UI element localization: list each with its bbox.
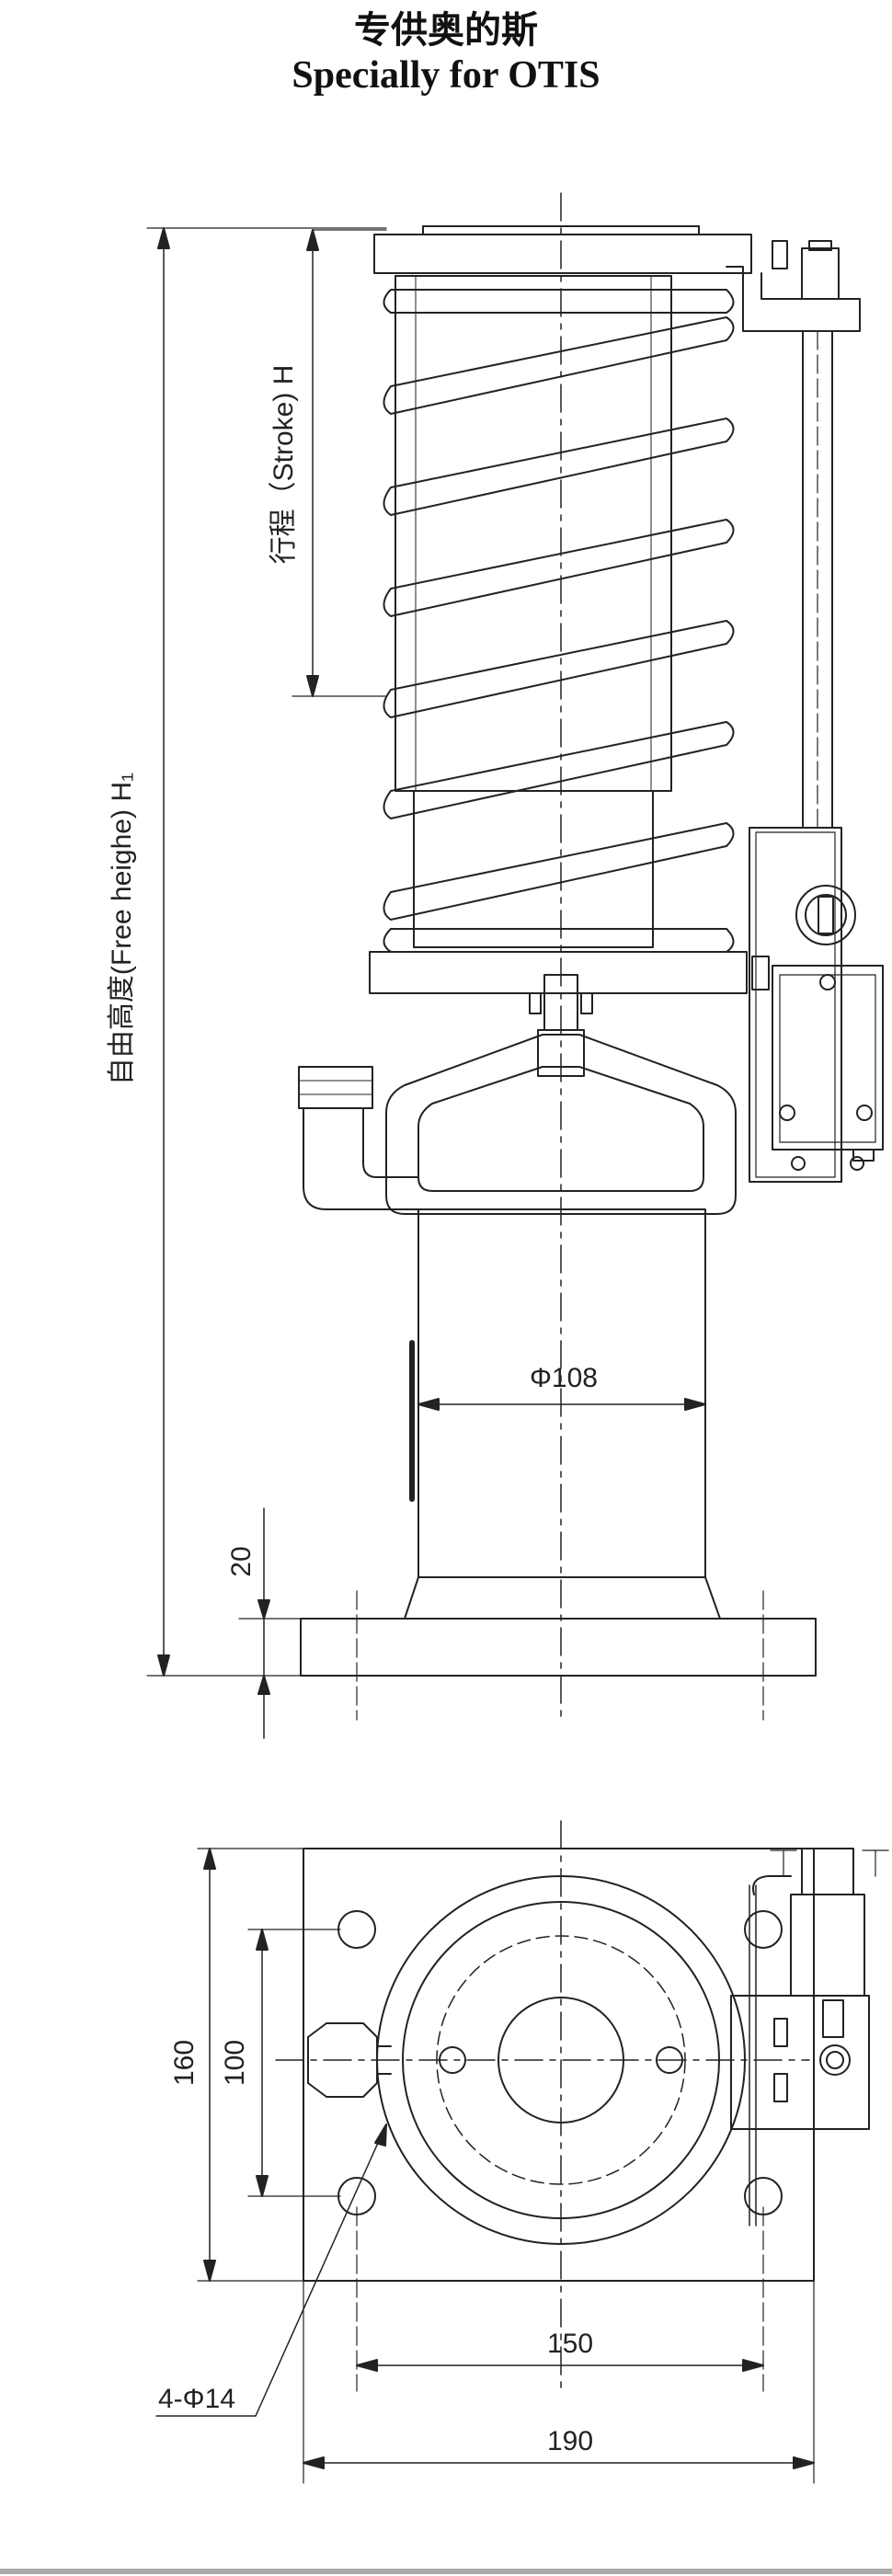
holes-leader xyxy=(155,2124,387,2417)
hole-spacing-label: 150 xyxy=(547,2329,593,2359)
plan-view xyxy=(155,1820,889,2484)
handle-bolt xyxy=(543,974,578,1031)
switch-bracket-arm xyxy=(726,266,861,332)
plunger xyxy=(395,275,672,792)
diameter-label: Φ108 xyxy=(530,1363,598,1393)
plan-flange-hole-right xyxy=(656,2046,683,2074)
plan-switch-bolt xyxy=(819,2044,851,2076)
bracket-bolt xyxy=(772,240,788,269)
switch-roller xyxy=(795,885,856,945)
cylinder-body xyxy=(417,1208,706,1578)
holes-label: 4-Φ14 xyxy=(158,2384,235,2414)
spring-seat-plate xyxy=(369,951,748,994)
plan-flange-hole-left xyxy=(439,2046,466,2074)
inner-height-label: 100 xyxy=(220,2040,250,2086)
free-height-label: 自由高度(Free heighe) H₁ xyxy=(107,773,137,1085)
plan-switch-body xyxy=(730,1995,870,2130)
base-thickness-label: 20 xyxy=(226,1546,257,1576)
switch-screw-right xyxy=(856,1105,873,1121)
oil-fill-nut xyxy=(298,1066,373,1109)
lift-handle xyxy=(385,1034,737,1215)
plunger-collar xyxy=(413,790,654,948)
bottom-rule xyxy=(0,2569,892,2574)
mount-hole-tr xyxy=(744,1910,783,1949)
spring xyxy=(383,289,735,953)
title-chinese: 专供奥的斯 xyxy=(354,8,538,52)
switch-mount-plate xyxy=(749,827,842,1183)
plan-bolt-circle xyxy=(436,1935,686,2185)
plan-bore xyxy=(497,1997,624,2124)
front-view xyxy=(146,192,884,1739)
limit-switch-body xyxy=(772,965,884,1151)
base-width-label: 190 xyxy=(547,2426,593,2456)
switch-side-bolt xyxy=(751,956,770,990)
outer-height-label: 160 xyxy=(169,2040,200,2086)
switch-screw-left xyxy=(779,1105,795,1121)
top-cap-plate xyxy=(373,234,752,274)
switch-screw-top xyxy=(819,974,836,990)
mount-hole-tl xyxy=(337,1910,376,1949)
oil-fill-elbow xyxy=(303,1107,419,1210)
base-plate xyxy=(300,1618,817,1677)
plan-base-plate xyxy=(303,1848,815,2282)
base-fillet xyxy=(404,1576,721,1620)
title-english: Specially for OTIS xyxy=(292,54,600,97)
top-nut xyxy=(801,247,840,300)
plan-oil-fill-nut xyxy=(307,2022,378,2098)
stroke-label: 行程（Stroke) H xyxy=(269,365,299,565)
